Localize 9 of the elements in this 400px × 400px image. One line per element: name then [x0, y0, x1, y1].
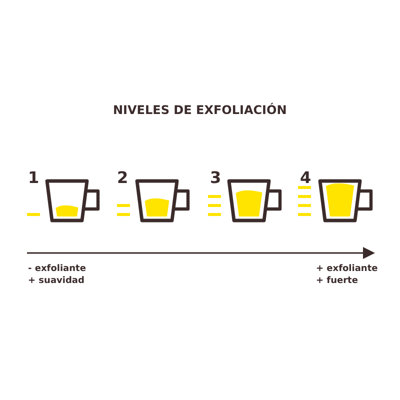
level-number: 4	[300, 169, 312, 186]
scale-label: - exfoliante	[28, 264, 86, 275]
level-number: 2	[117, 169, 128, 186]
scale-label: + fuerte	[316, 276, 358, 287]
scale-label: + exfoliante	[316, 264, 378, 275]
title: NIVELES DE EXFOLIACIÓN	[113, 103, 287, 117]
scale-label: + suavidad	[28, 276, 84, 287]
level-number: 1	[28, 169, 40, 186]
level-number: 3	[210, 169, 222, 186]
